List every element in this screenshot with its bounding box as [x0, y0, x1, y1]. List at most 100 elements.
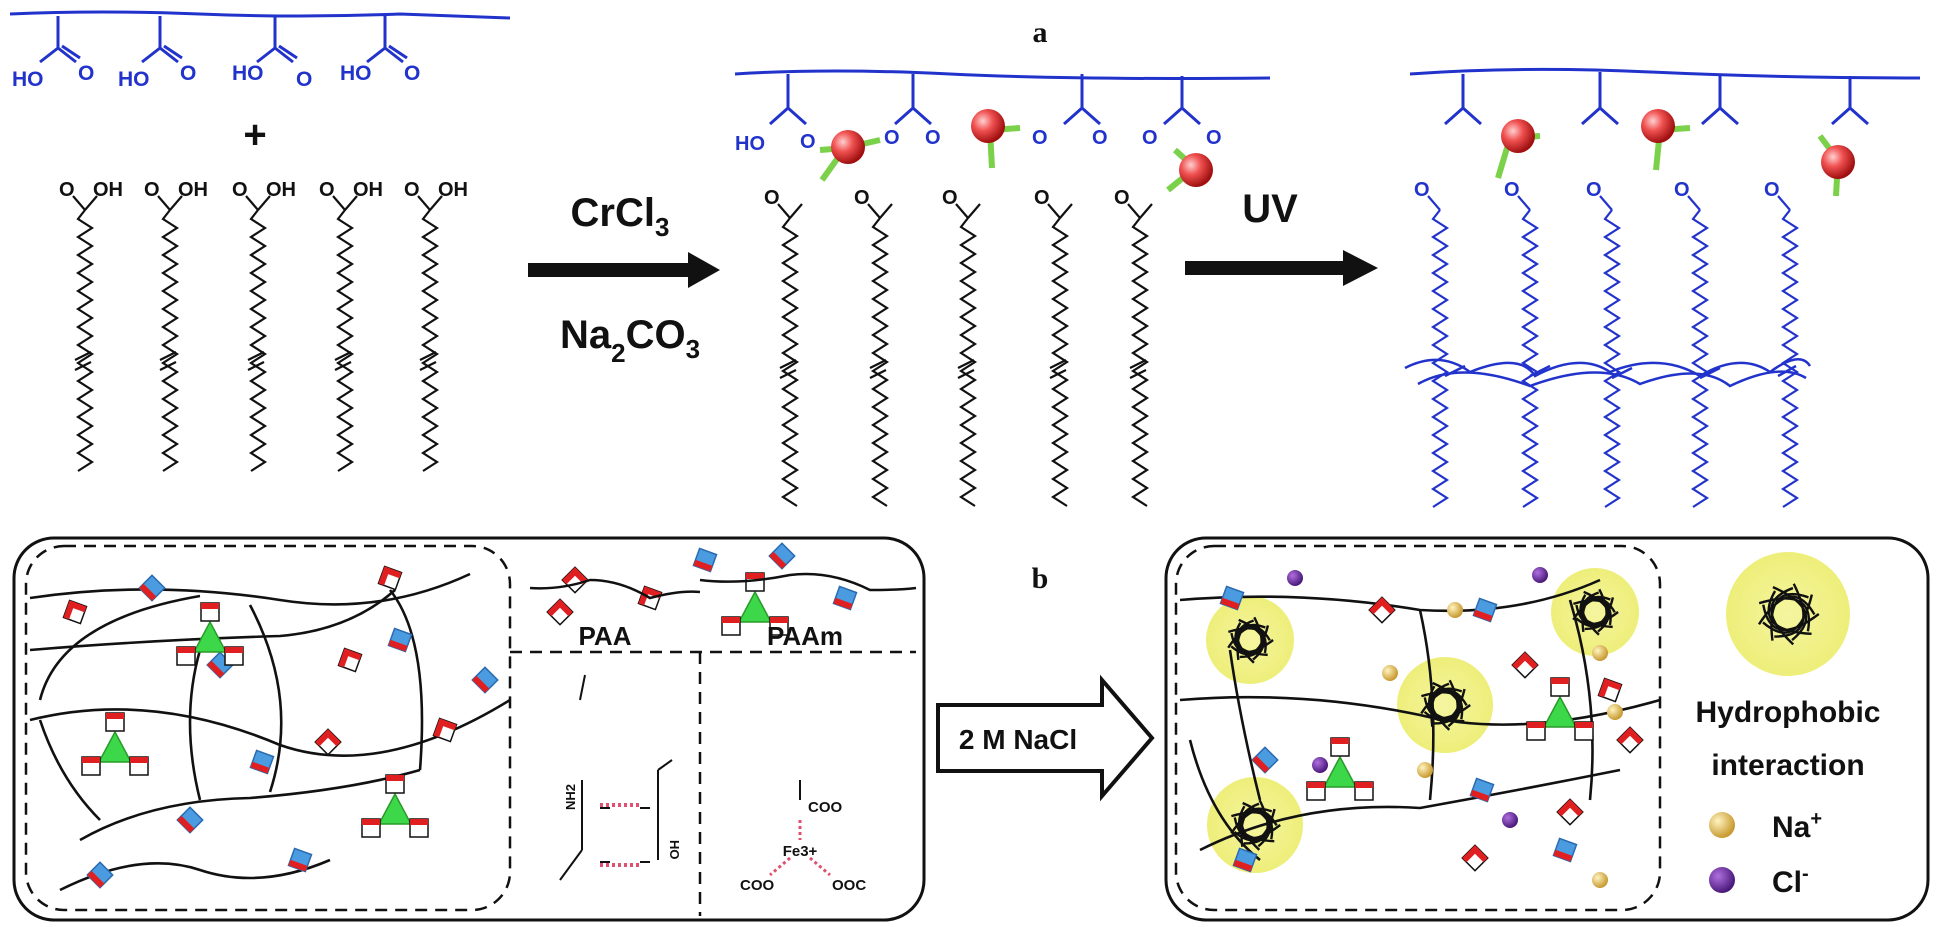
oh-label: OH	[178, 179, 208, 201]
oh-label: OH	[438, 179, 468, 201]
arrow-crcl3: CrCl3 Na2CO3	[528, 191, 720, 368]
o-label: O	[1142, 127, 1158, 149]
paam-square	[249, 749, 275, 775]
ooc-label: OOC	[832, 877, 866, 894]
double-bond-tick	[957, 369, 975, 379]
alkyl-chain	[958, 217, 978, 507]
na-ion	[1592, 872, 1608, 888]
cooh-label: HO	[232, 62, 264, 85]
cooh-label: O	[78, 62, 94, 85]
alkyl-chain	[420, 209, 440, 472]
hydrophobic-clusters	[1206, 568, 1639, 873]
paam-square	[287, 847, 313, 873]
na-ion	[1447, 602, 1463, 618]
fe-complex	[176, 602, 244, 666]
o-label: O	[1674, 179, 1690, 201]
alkyl-chain	[248, 209, 268, 472]
paa-square	[1511, 651, 1539, 679]
carbonyl-bond	[1427, 195, 1441, 211]
carbonyl-bond	[867, 203, 881, 219]
paa-square	[1616, 726, 1644, 754]
carbonyl-bond	[1127, 203, 1141, 219]
tangled-chain	[1227, 616, 1274, 664]
alkyl-chain	[160, 209, 180, 472]
double-bond-tick	[1049, 369, 1067, 379]
amide-groups-left	[62, 542, 858, 889]
paam-square	[471, 666, 499, 694]
cooh-label: O	[180, 62, 196, 85]
cooh-label: HO	[12, 68, 44, 91]
hydroxyl-bond	[84, 195, 98, 211]
hydroxyl-bond	[429, 195, 443, 211]
double-bond-tick	[74, 351, 92, 361]
hydroxyl-bond	[257, 195, 271, 211]
double-bond-tick	[957, 359, 975, 369]
amide-groups-right	[1219, 585, 1644, 873]
tangle-icon	[1757, 583, 1820, 646]
hydrophobic-cluster	[1206, 596, 1294, 684]
double-bond-tick	[247, 351, 265, 361]
carbonyl-bond	[777, 203, 791, 219]
oh-label: OH	[353, 179, 383, 201]
alkyl-chain	[780, 217, 800, 507]
hbond-inset	[559, 674, 673, 881]
paa-label: PAA	[579, 621, 632, 651]
crosslink-network-step3	[1404, 358, 1812, 388]
na-ion	[1417, 762, 1433, 778]
paa-square	[337, 647, 363, 673]
paa-square	[1461, 844, 1489, 872]
fe-coordination-dashes	[769, 820, 831, 877]
alkyl-chain	[1430, 209, 1450, 508]
uv-label: UV	[1242, 187, 1298, 231]
paam-square	[832, 585, 858, 611]
alkyl-chain	[1520, 209, 1540, 508]
paam-square	[1232, 847, 1258, 873]
cr-ion-sphere	[1821, 145, 1855, 179]
ho-label: HO	[735, 133, 765, 155]
cl-legend-icon	[1709, 867, 1735, 893]
cr-ion-sphere	[971, 109, 1005, 143]
double-bond-tick	[869, 359, 887, 369]
paam-square	[86, 861, 114, 889]
carbonyl-bond	[1047, 203, 1061, 219]
paam-square	[1251, 746, 1279, 774]
alkyl-chain	[1690, 209, 1710, 508]
alkyl-chain	[75, 209, 95, 472]
hydrophobic-label-line1: Hydrophobic	[1696, 696, 1881, 729]
o-label: O	[800, 131, 816, 153]
paa-square	[1368, 596, 1396, 624]
na-legend-icon	[1709, 812, 1735, 838]
cl-ion	[1532, 567, 1548, 583]
double-bond-tick	[779, 359, 797, 369]
paa-backbone-step3	[1409, 67, 1921, 126]
o-label: O	[942, 187, 958, 209]
paam-square	[768, 542, 796, 570]
o-label: O	[144, 179, 160, 201]
o-label: O	[319, 179, 335, 201]
alkyl-chain	[1130, 217, 1150, 507]
fatty-acid-chains-step2	[777, 203, 1153, 507]
double-bond-tick	[247, 361, 265, 371]
o-label: O	[404, 179, 420, 201]
o-label: O	[1206, 127, 1222, 149]
paa-cooh-labels: HO O HO O HO O HO O	[12, 62, 420, 91]
coo-label-2: COO	[740, 877, 775, 894]
cooh-label: HO	[340, 62, 372, 85]
o-label: O	[1414, 179, 1430, 201]
paa-paam-legend	[529, 572, 917, 600]
paa-square	[377, 565, 403, 591]
paa-square	[62, 599, 88, 625]
carbonyl-bond	[157, 195, 171, 211]
step2-blue-labels: HO O O O O O O O	[735, 127, 1222, 155]
carbonyl-bond	[1687, 195, 1701, 211]
hydrophobic-legend-icon	[1726, 552, 1850, 676]
double-bond-tick	[419, 361, 437, 371]
o-label: O	[1034, 187, 1050, 209]
paam-square	[1469, 777, 1495, 803]
double-bond-tick	[159, 351, 177, 361]
hydrophobic-cluster	[1207, 777, 1303, 873]
paa-backbone-step1	[9, 10, 511, 64]
o-label: O	[232, 179, 248, 201]
